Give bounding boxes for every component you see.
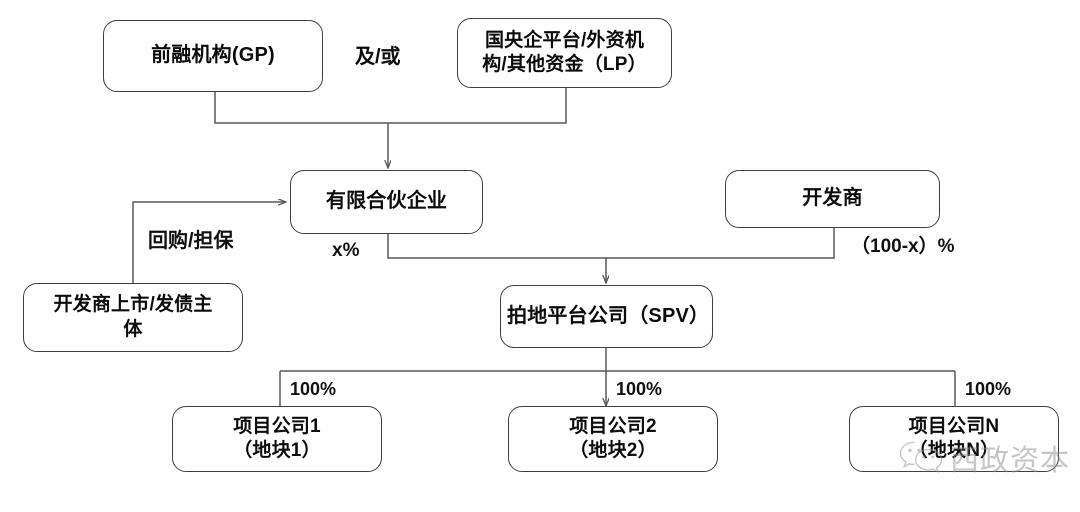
- node-project-company-2-label-line2: （地块2）: [569, 440, 657, 461]
- node-developer-label: 开发商: [802, 187, 863, 210]
- node-listed-bond-issuer[interactable]: 开发商上市/发债主 体: [23, 283, 243, 352]
- node-project-company-1[interactable]: 项目公司1 （地块1）: [172, 406, 382, 472]
- node-project-company-n-label-line1: 项目公司N: [908, 415, 1000, 437]
- edge-developer-to-spv-bus: [606, 228, 835, 259]
- edge-gp-to-partnership: [214, 92, 388, 124]
- node-listed-bond-issuer-label-line1: 开发商上市/发债主: [53, 294, 213, 316]
- label-x-percent: x%: [332, 240, 360, 261]
- edge-partnership-to-spv-bus: [387, 234, 606, 259]
- label-pct-mid: 100%: [616, 379, 663, 399]
- node-lp-label-line2: 构/其他资金（LP）: [482, 54, 647, 75]
- edge-lp-to-partnership: [388, 88, 567, 124]
- node-project-company-n[interactable]: 项目公司N （地块N）: [849, 406, 1059, 472]
- node-project-company-1-label-line2: （地块1）: [233, 440, 321, 461]
- node-lp[interactable]: 国央企平台/外资机 构/其他资金（LP）: [457, 18, 672, 88]
- node-gp[interactable]: 前融机构(GP): [103, 20, 323, 92]
- node-lp-label-line1: 国央企平台/外资机: [484, 29, 645, 51]
- label-hundred-minus-x: （100-x）%: [851, 236, 955, 257]
- node-project-company-n-label-line2: （地块N）: [908, 440, 1000, 461]
- label-pct-left: 100%: [290, 379, 337, 399]
- label-pct-right: 100%: [965, 379, 1012, 399]
- label-buyback-guarantee: 回购/担保: [148, 230, 234, 252]
- node-project-company-1-label-line1: 项目公司1: [233, 415, 321, 437]
- node-project-company-2[interactable]: 项目公司2 （地块2）: [508, 406, 718, 472]
- node-developer[interactable]: 开发商: [725, 170, 940, 228]
- node-limited-partnership-label: 有限合伙企业: [325, 190, 448, 213]
- node-gp-label: 前融机构(GP): [151, 44, 275, 67]
- node-limited-partnership[interactable]: 有限合伙企业: [290, 170, 483, 234]
- node-spv[interactable]: 拍地平台公司（SPV）: [500, 285, 713, 348]
- node-project-company-2-label-line1: 项目公司2: [569, 415, 657, 437]
- label-and-or: 及/或: [355, 46, 401, 68]
- node-spv-label: 拍地平台公司（SPV）: [507, 304, 710, 327]
- node-listed-bond-issuer-label-line2: 体: [123, 318, 143, 340]
